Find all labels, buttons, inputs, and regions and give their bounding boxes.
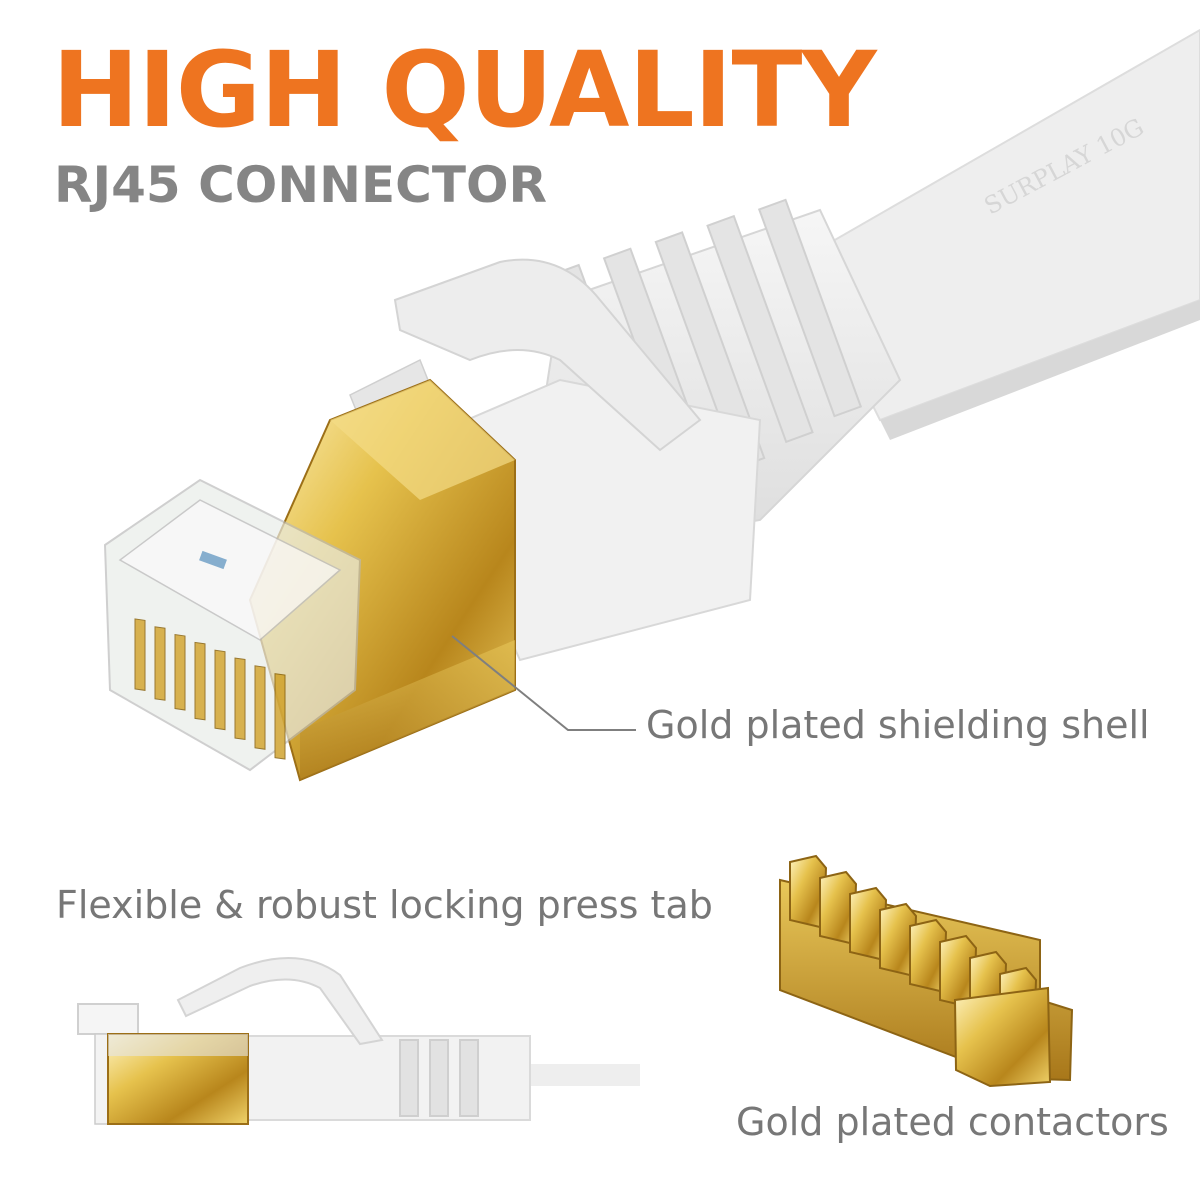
- gold-contactors: [779, 854, 1074, 1088]
- cable-brand-text: SURPLAY 10G: [980, 113, 1149, 221]
- side-view-connector: [77, 957, 640, 1125]
- shell-callout-label: Gold plated shielding shell: [646, 703, 1150, 747]
- headline-title: HIGH QUALITY: [52, 29, 877, 151]
- headline-subtitle: RJ45 CONNECTOR: [54, 156, 547, 214]
- shell-callout-line: [451, 635, 636, 731]
- tab-callout-label: Flexible & robust locking press tab: [56, 883, 713, 927]
- clear-plug-head: [103, 478, 362, 772]
- contactors-callout-label: Gold plated contactors: [736, 1100, 1169, 1144]
